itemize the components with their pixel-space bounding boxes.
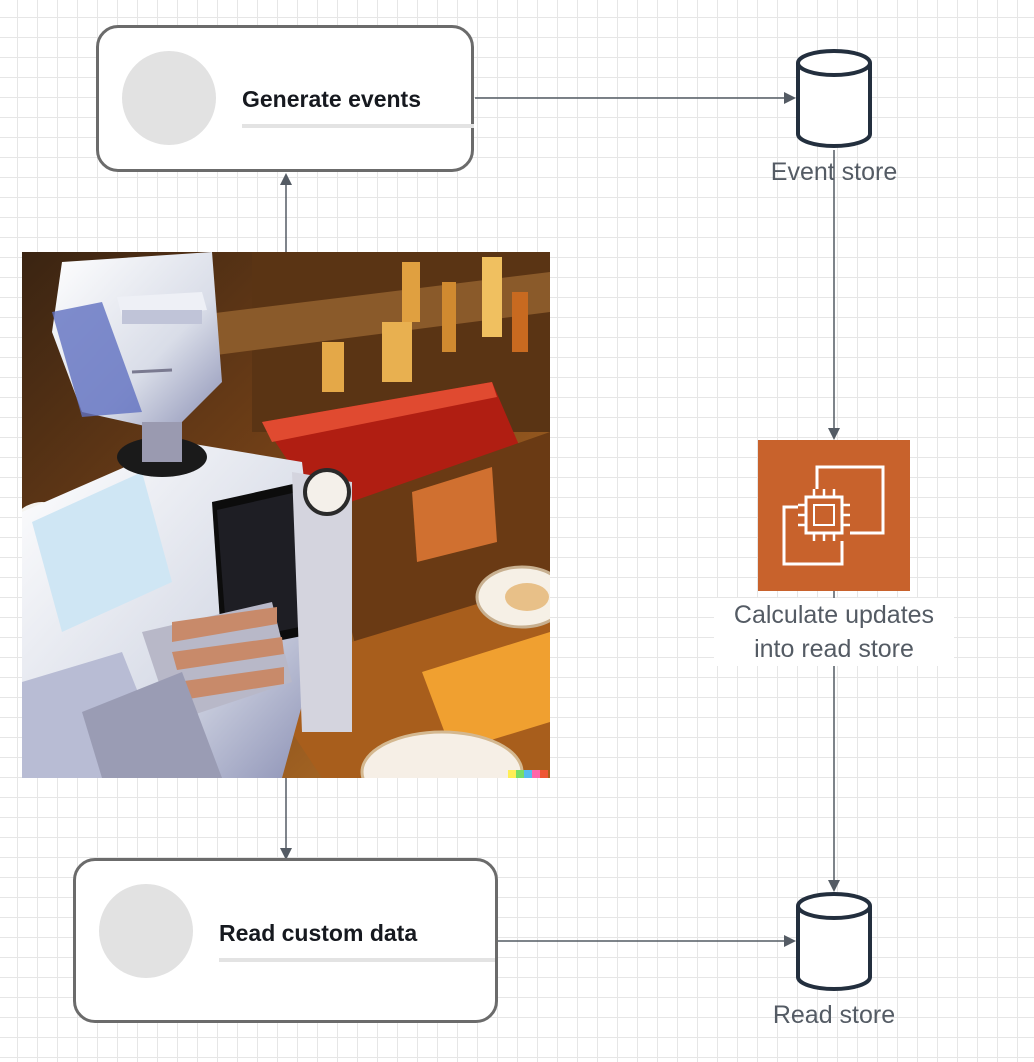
- compute-chip-icon: [782, 465, 885, 566]
- generate-events-avatar: [122, 51, 216, 145]
- generate-events-underline: [242, 124, 474, 128]
- event-store-database-icon[interactable]: [796, 49, 872, 148]
- compute-label: Calculate updates into read store: [714, 598, 954, 666]
- generate-events-title: Generate events: [242, 86, 421, 112]
- read-custom-data-node[interactable]: Read custom data: [73, 858, 498, 1023]
- read-store-label: Read store: [772, 1001, 896, 1029]
- read-store-database-icon[interactable]: [796, 892, 872, 991]
- read-custom-data-avatar: [99, 884, 193, 978]
- generate-events-node[interactable]: Generate events: [96, 25, 474, 172]
- read-custom-data-title: Read custom data: [219, 920, 418, 946]
- compute-label-line2: into read store: [754, 635, 914, 663]
- compute-label-line1: Calculate updates: [733, 601, 935, 629]
- robot-with-phone-painting: [22, 252, 550, 778]
- event-store-label: Event store: [770, 158, 898, 186]
- read-custom-data-underline: [219, 958, 495, 962]
- compute-service-tile[interactable]: [758, 440, 910, 591]
